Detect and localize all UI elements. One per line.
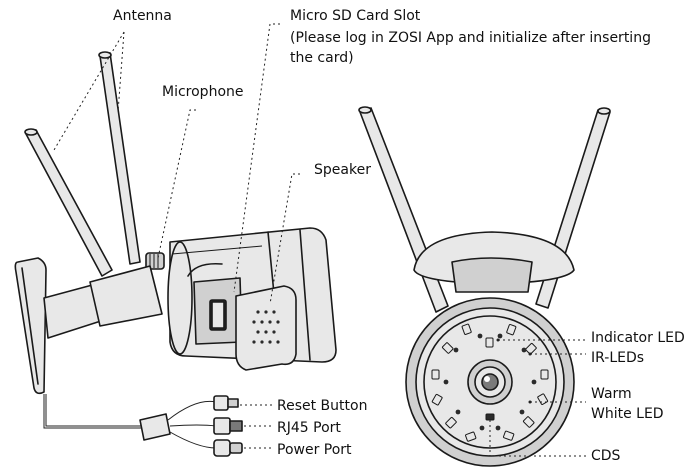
rj45-port-label: RJ45 Port: [277, 420, 341, 436]
microphone-label: Microphone: [162, 84, 244, 100]
cds-label: CDS: [591, 448, 621, 464]
ir-led-ring: [431, 323, 549, 442]
right-antenna-side: [98, 51, 165, 270]
left-antenna-front: [358, 106, 449, 313]
antenna-label: Antenna: [113, 8, 172, 24]
left-antenna-side: [24, 128, 113, 277]
camera-lens: [467, 359, 513, 405]
sd-card-slot-note-line1: (Please log in ZOSI App and initialize a…: [290, 30, 651, 46]
ir-leds-label: IR-LEDs: [591, 350, 645, 366]
warm-white-led-label-line2: White LED: [591, 406, 664, 422]
warm-white-led-label-line1: Warm: [591, 386, 632, 402]
indicator-led-label: Indicator LED: [591, 330, 685, 346]
leader-lines: [53, 23, 586, 457]
warm-white-leds: [443, 333, 537, 431]
speaker-label: Speaker: [314, 162, 371, 178]
sd-card-slot-label: Micro SD Card Slot: [290, 8, 421, 24]
cable-harness: [43, 394, 243, 457]
mount-arm: [43, 265, 163, 339]
power-port-label: Power Port: [277, 442, 352, 458]
speaker-panel: [235, 285, 297, 371]
wall-mount: [14, 257, 47, 395]
sd-card-slot-cover: [187, 262, 243, 345]
cds-sensor: [485, 413, 495, 421]
sd-card-slot-note-line2: the card): [290, 50, 354, 66]
front-view-camera: [358, 106, 611, 467]
reset-button-label: Reset Button: [277, 398, 368, 414]
side-view-camera: [14, 51, 337, 457]
